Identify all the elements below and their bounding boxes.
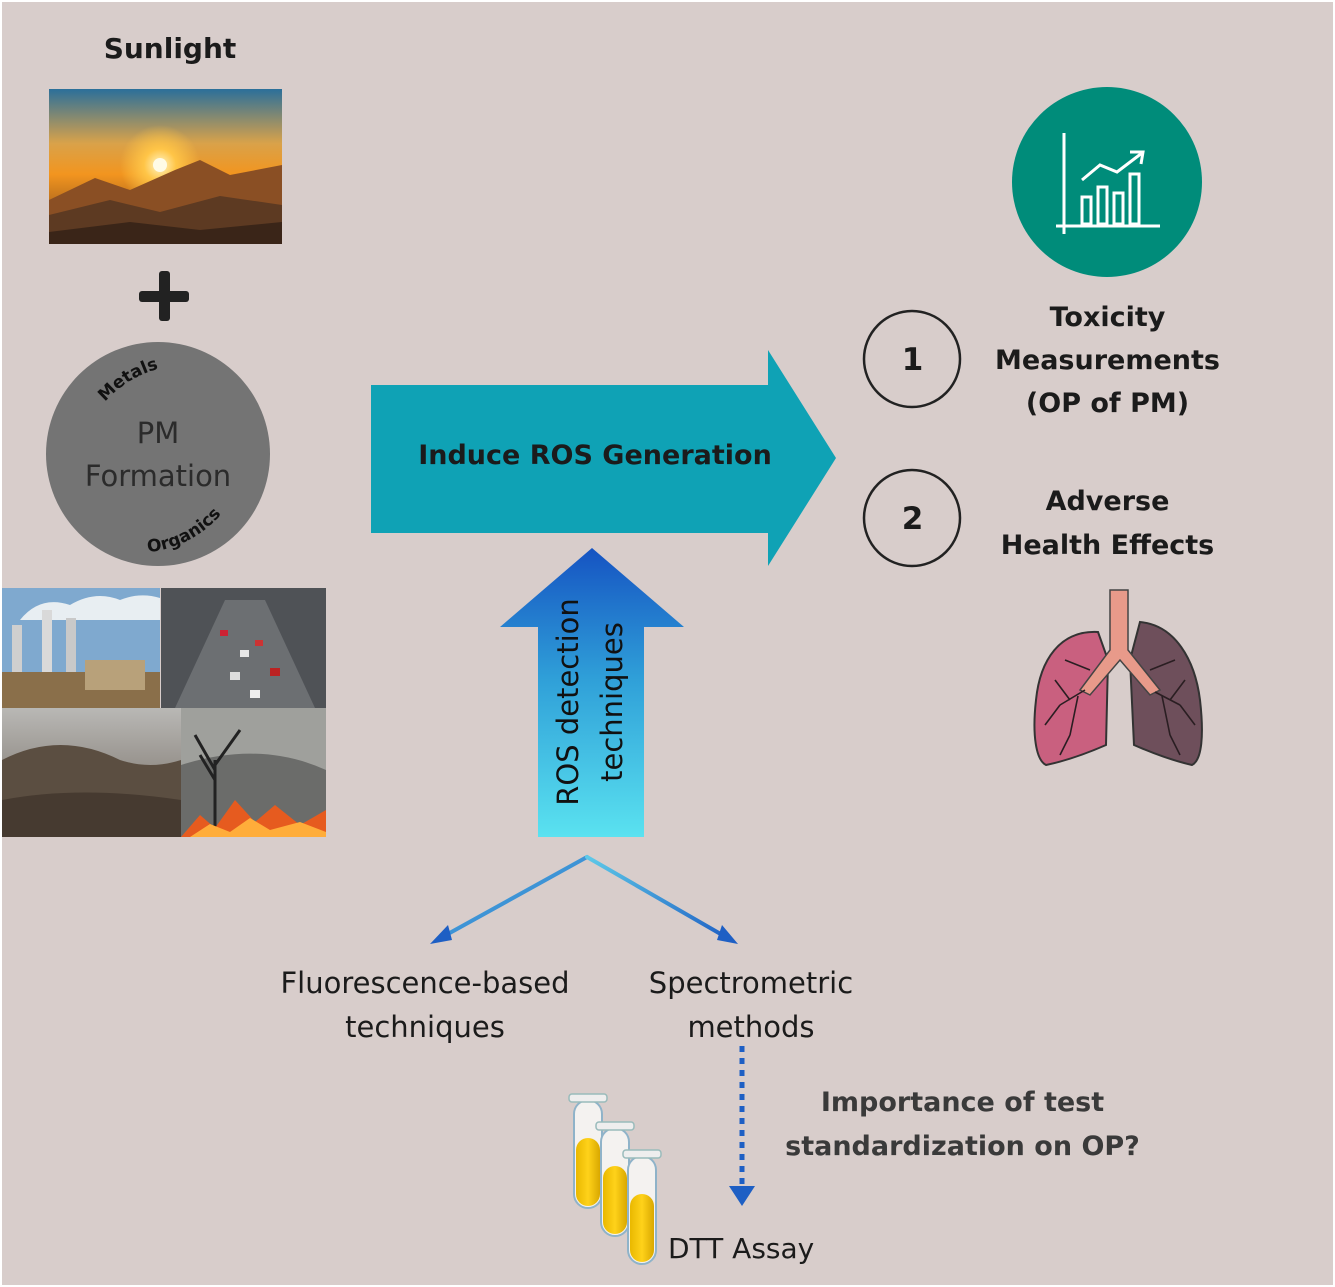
induce-ros-arrow [371, 350, 836, 566]
fluorescence-line1: Fluorescence-based [280, 966, 570, 1000]
pm-label-line2: Formation [84, 459, 232, 493]
pm-label-line1: PM [136, 416, 180, 450]
toxicity-line1: Toxicity [1049, 302, 1166, 333]
adverse-line2: Health Effects [1000, 530, 1215, 561]
fluorescence-line2: techniques [345, 1010, 505, 1044]
adverse-health-effects-text: Adverse Health Effects [975, 480, 1240, 568]
number-1-label: 1 [901, 342, 924, 378]
spectrometric-line2: methods [687, 1010, 815, 1044]
lungs-icon [1033, 589, 1203, 767]
test-tubes-icon [568, 1093, 662, 1265]
ros-detection-label: ROS detection techniques [551, 598, 629, 806]
toxicity-line3: (OP of PM) [1025, 388, 1190, 419]
right-arrowhead [717, 925, 738, 944]
adverse-line1: Adverse [1045, 486, 1170, 517]
number-circle-2 [862, 468, 962, 568]
bar-chart-trend-icon [1012, 87, 1202, 277]
question-line1: Importance of test [820, 1087, 1105, 1118]
branch-arrows [435, 855, 733, 942]
number-circle-1 [862, 309, 962, 409]
fluorescence-methods-text: Fluorescence-based techniques [255, 961, 595, 1049]
emission-sources-collage [2, 588, 326, 837]
induce-ros-label: Induce ROS Generation [418, 440, 772, 471]
sunlight-title: Sunlight [103, 32, 237, 65]
pm-formation-circle [46, 342, 270, 566]
sunset-photo [49, 89, 282, 244]
spectrometric-line1: Spectrometric [648, 966, 854, 1000]
dotted-arrowhead [729, 1186, 755, 1206]
ros-detection-line1: ROS detection [551, 598, 585, 806]
left-arrowhead [430, 925, 452, 944]
question-line2: standardization on OP? [785, 1131, 1140, 1162]
number-2-label: 2 [901, 501, 924, 537]
toxicity-measurements-text: Toxicity Measurements (OP of PM) [975, 296, 1240, 425]
toxicity-line2: Measurements [995, 345, 1220, 376]
spectrometric-methods-text: Spectrometric methods [620, 961, 882, 1049]
pm-formation-label: PM Formation [60, 412, 256, 498]
standardization-question: Importance of test standardization on OP… [770, 1081, 1155, 1169]
dtt-assay-label: DTT Assay [668, 1232, 815, 1265]
plus-icon [139, 271, 189, 321]
ros-detection-arrow [500, 548, 684, 837]
ros-detection-line2: techniques [595, 622, 629, 782]
